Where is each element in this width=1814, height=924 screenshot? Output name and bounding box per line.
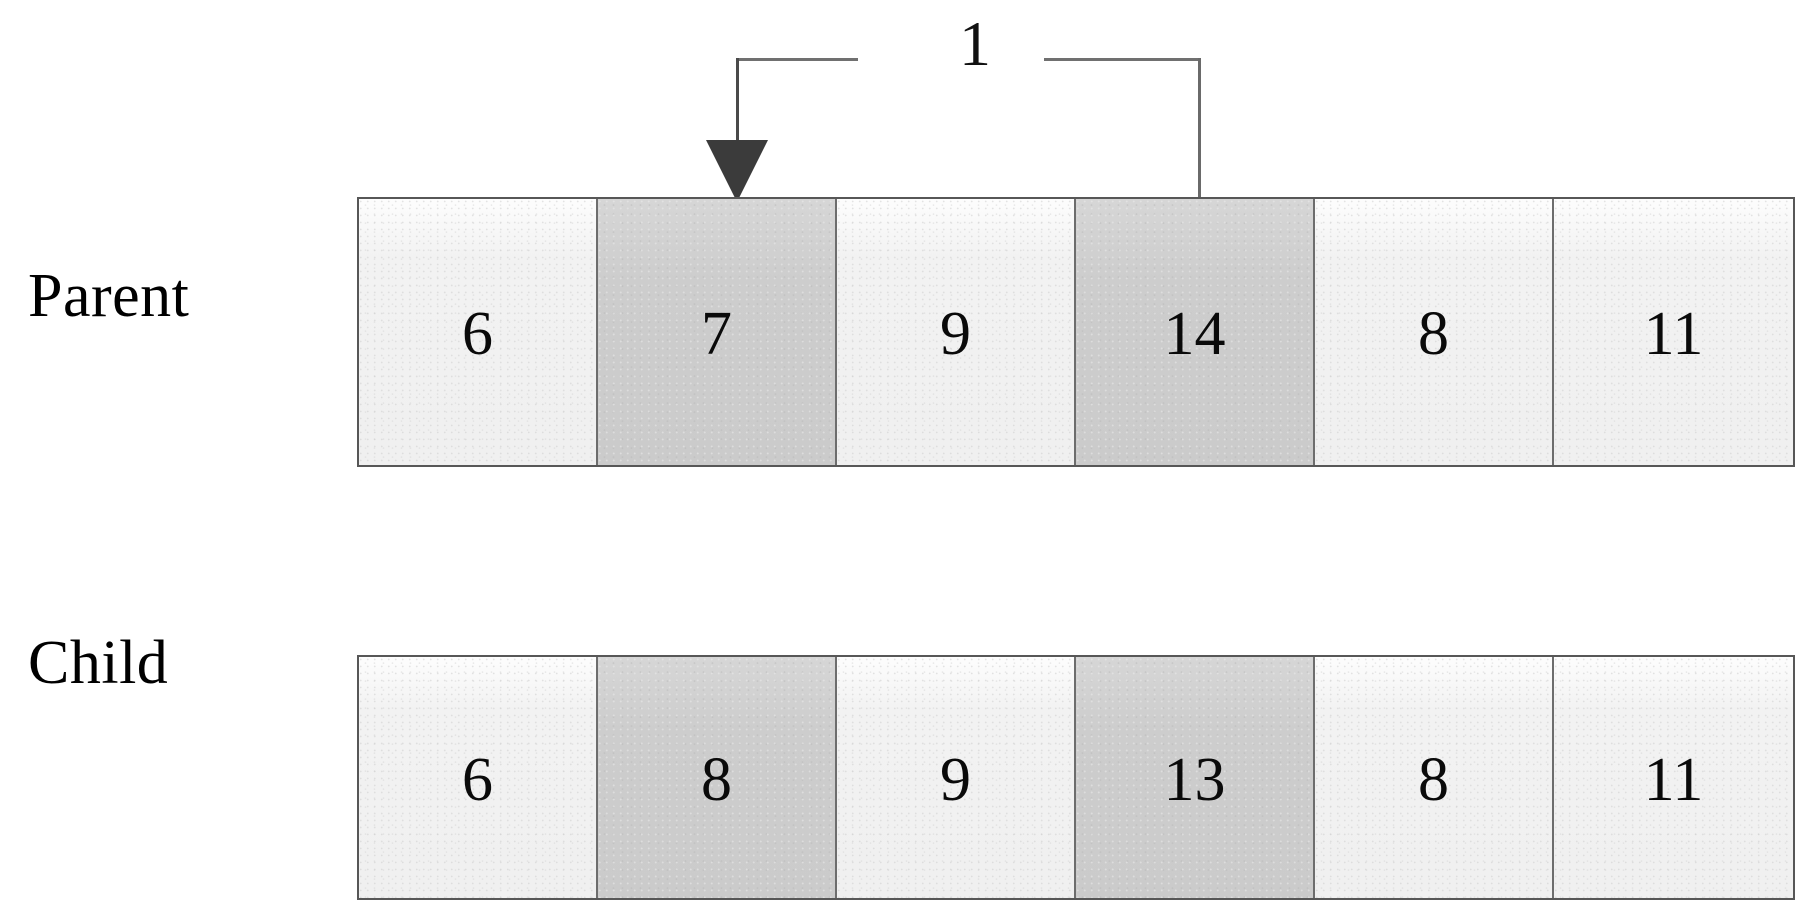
child-cell-3[interactable]: 13 <box>1076 657 1315 898</box>
child-cell-2-value: 9 <box>940 745 971 814</box>
array-row-parent: 6 7 9 14 8 11 <box>357 197 1795 467</box>
child-cell-3-value: 13 <box>1163 745 1226 814</box>
parent-cell-5[interactable]: 11 <box>1554 199 1793 465</box>
parent-cell-2-value: 9 <box>940 300 971 368</box>
parent-cell-4[interactable]: 8 <box>1315 199 1554 465</box>
parent-cell-0-value: 6 <box>462 300 493 368</box>
connector-right-segment <box>1044 58 1201 61</box>
parent-cell-3-value: 14 <box>1163 300 1226 368</box>
child-cell-2[interactable]: 9 <box>837 657 1076 898</box>
child-cell-5-value: 11 <box>1643 745 1704 814</box>
parent-cell-3[interactable]: 14 <box>1076 199 1315 465</box>
child-cell-0[interactable]: 6 <box>359 657 598 898</box>
child-cell-5[interactable]: 11 <box>1554 657 1793 898</box>
parent-cell-5-value: 11 <box>1643 300 1704 368</box>
down-arrow-icon <box>706 140 768 202</box>
child-cell-1-value: 8 <box>701 745 732 814</box>
child-cell-1[interactable]: 8 <box>598 657 837 898</box>
child-cell-4[interactable]: 8 <box>1315 657 1554 898</box>
connector-label: 1 <box>959 8 991 79</box>
parent-cell-4-value: 8 <box>1418 300 1449 368</box>
parent-cell-0[interactable]: 6 <box>359 199 598 465</box>
mutation-connector: 1 <box>0 0 1814 220</box>
connector-left-segment <box>736 58 858 61</box>
array-row-child: 6 8 9 13 8 11 <box>357 655 1795 900</box>
parent-cell-1[interactable]: 7 <box>598 199 837 465</box>
row-label-child: Child <box>28 629 169 697</box>
parent-cell-2[interactable]: 9 <box>837 199 1076 465</box>
parent-cell-1-value: 7 <box>701 300 732 368</box>
child-cell-0-value: 6 <box>462 745 493 814</box>
row-label-parent: Parent <box>28 262 190 330</box>
child-cell-4-value: 8 <box>1418 745 1449 814</box>
connector-right-shaft <box>1198 58 1201 199</box>
connector-left-shaft <box>736 58 739 174</box>
